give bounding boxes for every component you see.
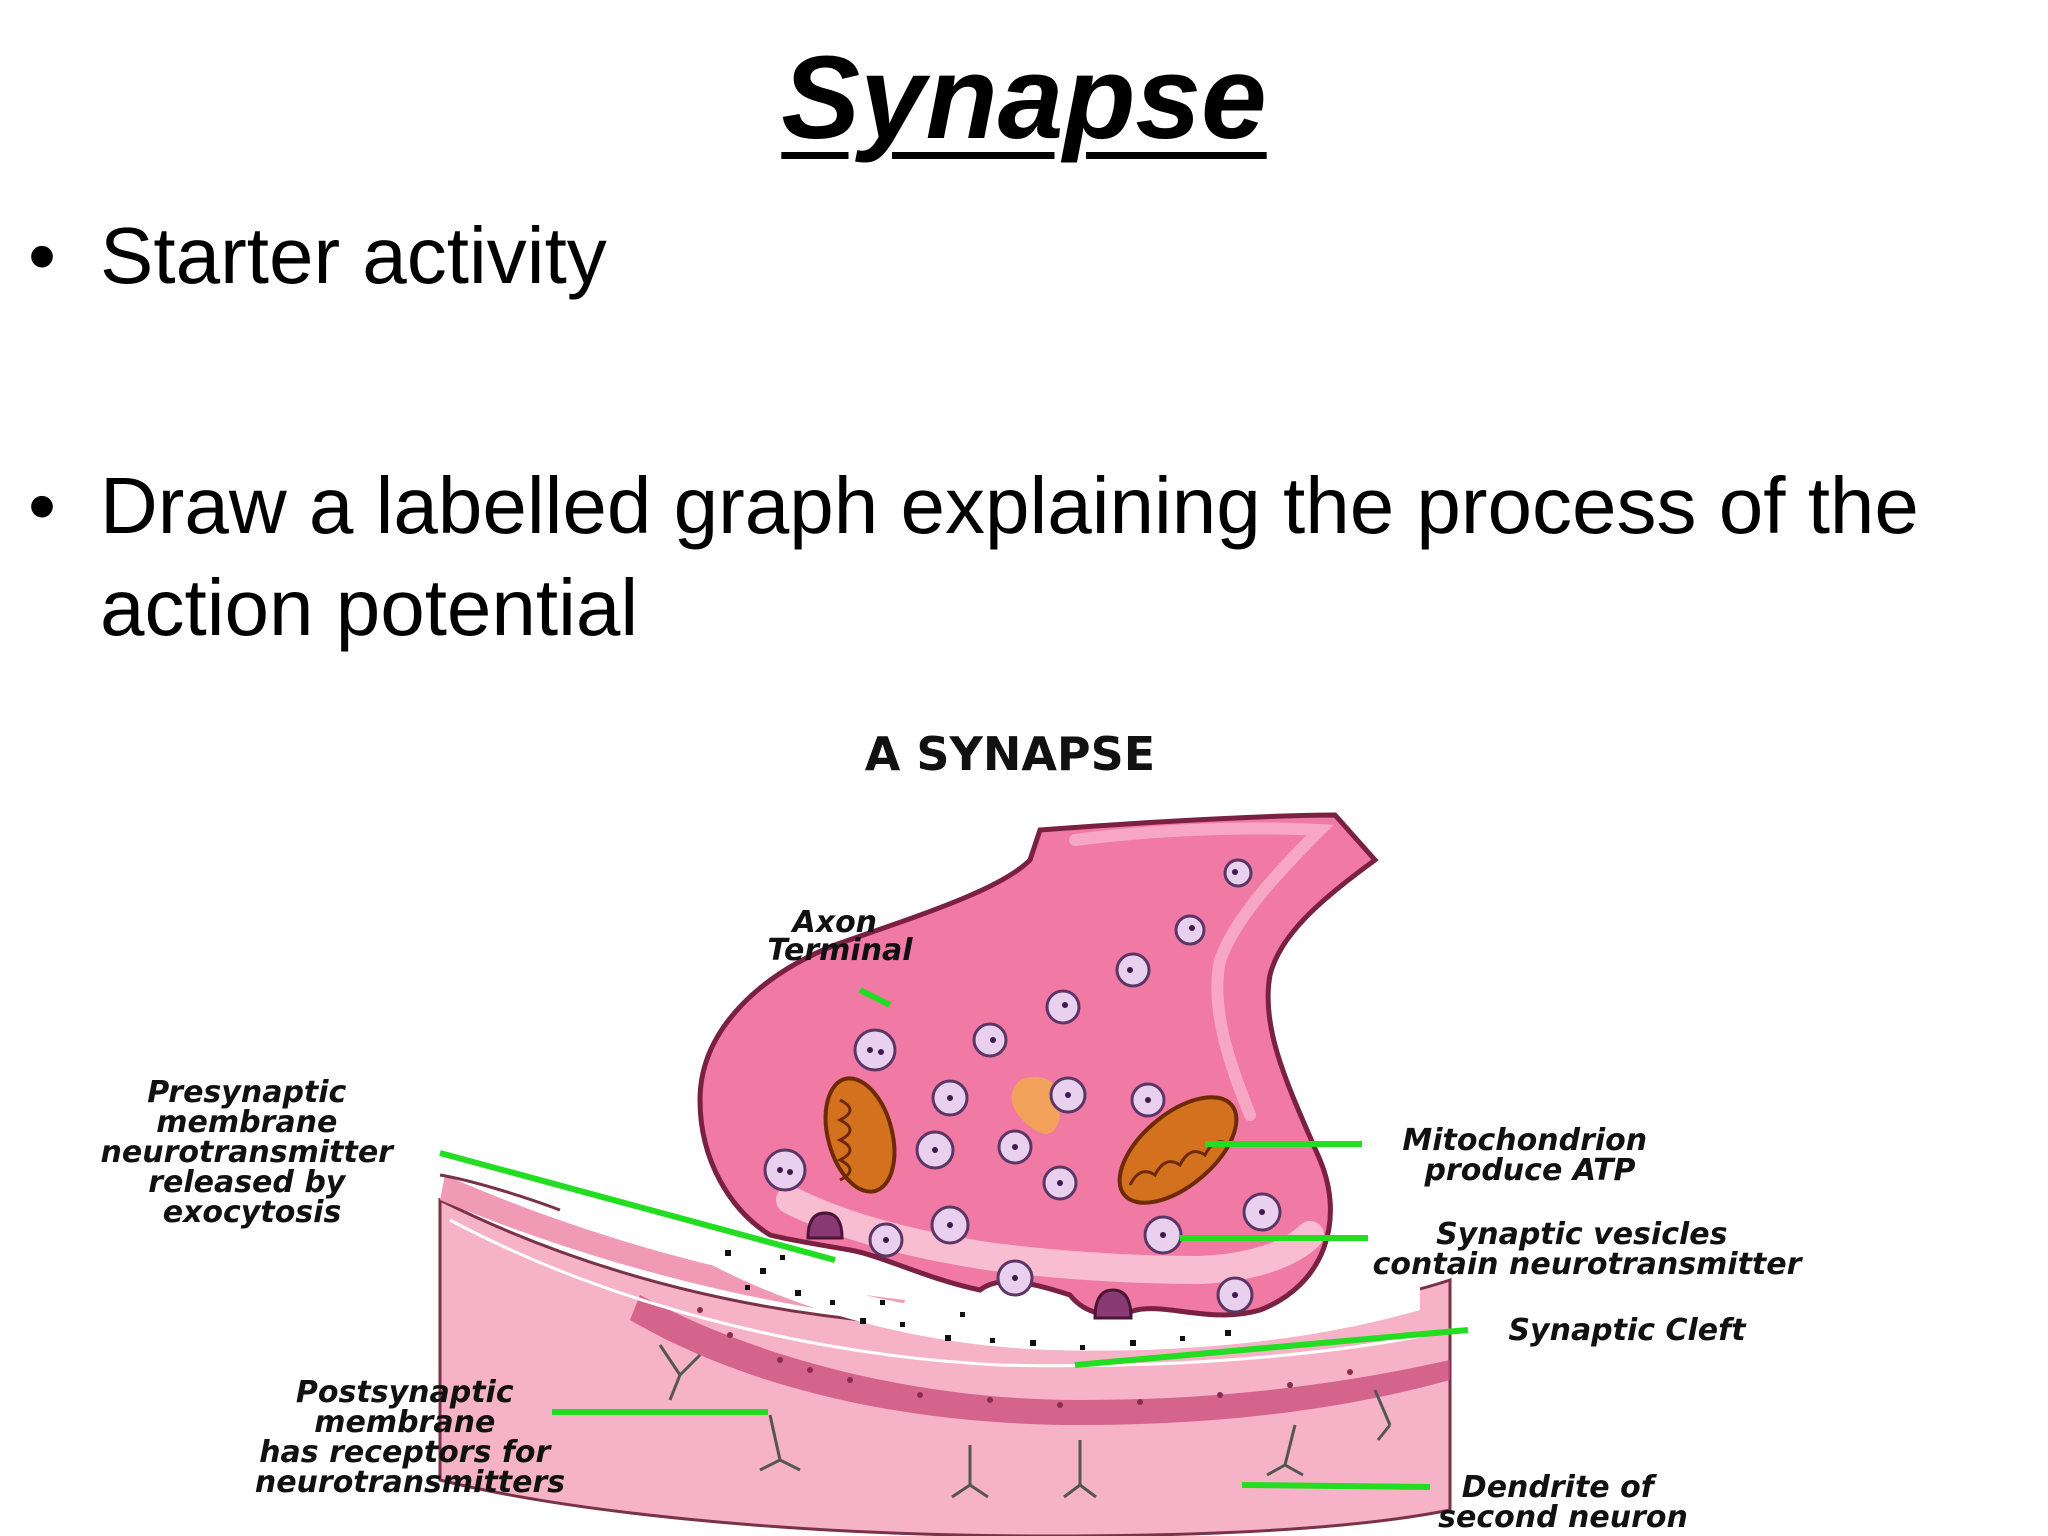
diagram-title: A SYNAPSE	[865, 727, 1155, 781]
bullet-list: • Starter activity • Draw a labelled gra…	[0, 205, 2048, 659]
synaptic-cleft-shape	[660, 1225, 1420, 1351]
mitochondrion-shape	[823, 1076, 1239, 1205]
label-axon-terminal: Axon Terminal	[767, 905, 913, 968]
bullet-dot-icon: •	[28, 461, 57, 550]
label-postsynaptic-membrane: Postsynaptic membrane has receptors for …	[255, 1375, 565, 1500]
label-mitochondrion: Mitochondrion produce ATP	[1402, 1123, 1657, 1188]
label-dendrite: Dendrite of second neuron	[1438, 1470, 1688, 1535]
label-presynaptic-membrane: Presynaptic membrane neurotransmitter re…	[101, 1075, 404, 1230]
bullet-item: • Starter activity	[0, 205, 2048, 307]
bullet-text: Draw a labelled graph explaining the pro…	[100, 461, 1919, 652]
leader-lines	[439, 987, 1469, 1490]
synapse-diagram: A SYNAPSE	[101, 727, 1804, 1536]
label-synaptic-vesicles: Synaptic vesicles contain neurotransmitt…	[1373, 1217, 1804, 1282]
label-synaptic-cleft: Synaptic Cleft	[1508, 1313, 1747, 1348]
exocytosis-pocket	[806, 1211, 1133, 1320]
slide-title: Synapse	[781, 32, 1267, 164]
bullet-text: Starter activity	[100, 211, 607, 300]
bullet-dot-icon: •	[28, 211, 57, 300]
bullet-item: • Draw a labelled graph explaining the p…	[0, 455, 2048, 659]
